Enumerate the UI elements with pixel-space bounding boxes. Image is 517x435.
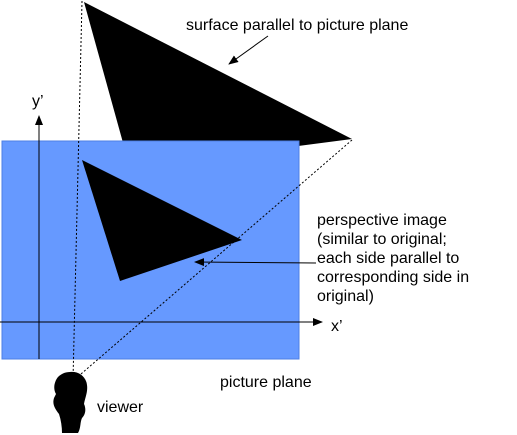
perspective-arrow [194, 258, 317, 267]
viewer-head-icon [53, 371, 88, 433]
surface-arrow [228, 35, 269, 65]
perspective-label-line-1: perspective image [317, 212, 447, 229]
perspective-label-line-5: original) [317, 288, 374, 305]
perspective-label-line-2: (similar to original; [317, 231, 447, 248]
picture-plane-label: picture plane [220, 374, 312, 391]
picture-plane [1, 140, 300, 360]
perspective-label-line-3: each side parallel to [317, 250, 459, 267]
perspective-triangle [82, 160, 242, 281]
projection-line-apex [72, 0, 83, 381]
viewer-label: viewer [97, 399, 144, 416]
projection-line-right [73, 139, 353, 381]
perspective-label-line-4: corresponding side in [317, 269, 469, 286]
surface-label: surface parallel to picture plane [186, 17, 408, 34]
original-triangle [84, 2, 352, 168]
x-axis-label: x’ [331, 318, 343, 335]
y-axis-label: y’ [32, 93, 44, 110]
